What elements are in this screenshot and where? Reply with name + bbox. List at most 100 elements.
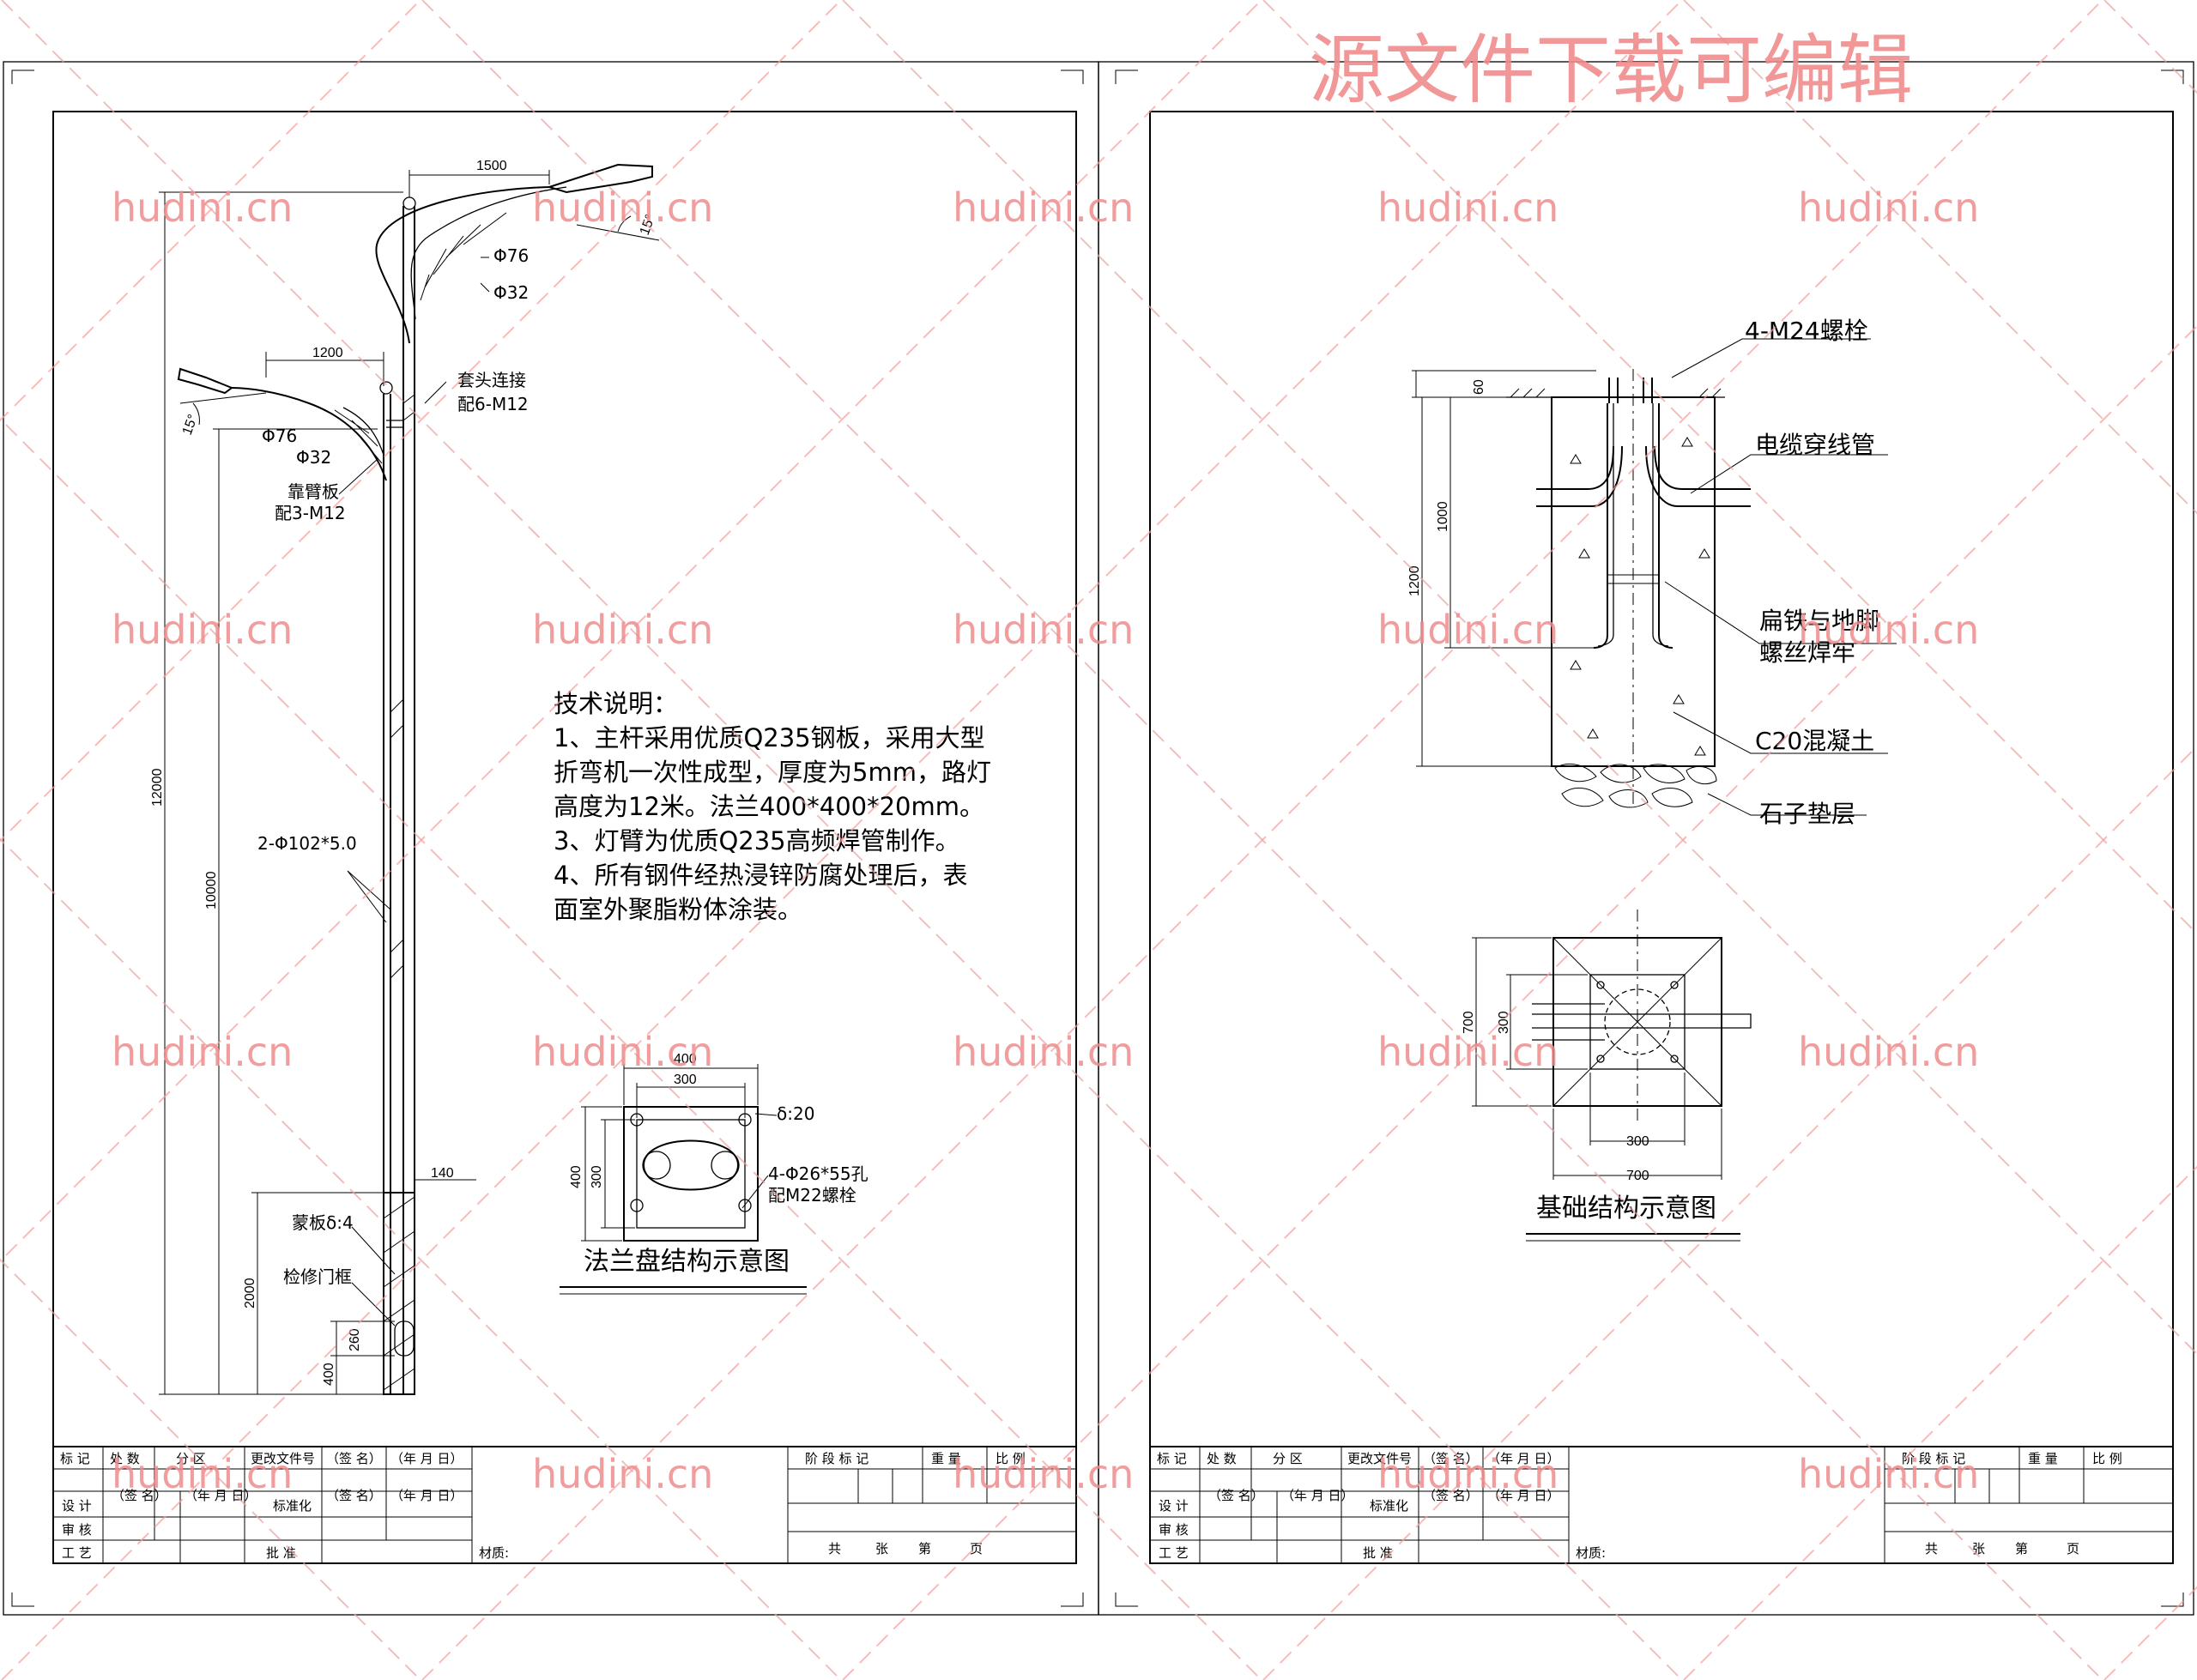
dim-door-offset: 400 [322,1363,336,1386]
watermark-site-text: hudini.cn [953,1029,1134,1075]
watermark-site-text: hudini.cn [1377,1029,1558,1075]
flange-dim-outer-h: 400 [569,1165,584,1188]
tb-left-sheets: 张 [875,1541,888,1556]
notes-line-5: 4、所有钢件经热浸锌防腐处理后，表 [554,861,967,890]
tb-right-sign-3: （签 名） [1423,1488,1479,1503]
tb-left-mark: 标 记 [60,1451,90,1466]
flange-holes-1: 4-Φ26*55孔 [768,1163,869,1184]
watermark-line [1262,0,2197,935]
label-door-plate: 蒙板δ:4 [292,1212,354,1233]
foundation-dim-top: 60 [1472,379,1486,395]
notes-line-4: 3、灯臂为优质Q235高频焊管制作。 [554,826,960,855]
foundation-section: 60 1000 1200 4-M24螺栓 电缆穿线管 扁铁与地脚 螺丝焊牢 C2… [1407,317,1897,828]
tb-left-total: 共 [828,1541,841,1556]
dim-lower-arm: 1200 [312,346,343,360]
watermark-site-text: hudini.cn [112,1029,293,1075]
tb-left-process: 工 艺 [62,1545,92,1561]
watermark-line [1683,0,2197,515]
watermark-site-text: hudini.cn [532,184,713,231]
watermark-line [2103,0,2197,94]
foundation-concrete: C20混凝土 [1755,727,1874,755]
arm-plate [386,420,403,428]
watermark-site-text: hudini.cn [1377,184,1558,231]
tb-right-count: 处 数 [1207,1451,1237,1466]
notes-title: 技术说明： [554,689,678,718]
tb-left-standard: 标准化 [273,1498,312,1514]
tb-right-weight: 重 量 [2028,1451,2058,1466]
tb-left-stage: 阶 段 标 记 [805,1451,869,1466]
watermark-site-text: hudini.cn [1377,607,1558,653]
watermark-text: hudini.cn hudini.cn hudini.cn hudini.cn hudi… [112,184,1979,1497]
watermark-banner: 源文件下载可编辑 [1309,26,1913,114]
tb-right-process: 工 艺 [1159,1545,1189,1561]
watermark-line [842,324,2197,1680]
upper-lamp-head [546,163,653,194]
notes-line-3: 高度为12米。法兰400*400*20mm。 [554,792,984,821]
notes-line-1: 1、主杆采用优质Q235钢板，采用大型 [554,723,985,752]
tb-right-review: 审 核 [1159,1522,1189,1538]
label-phi76-upper: Φ76 [493,245,529,266]
label-tube-spec: 2-Φ102*5.0 [257,833,357,854]
notes-line-2: 折弯机一次性成型，厚度为5mm，路灯 [554,758,991,787]
plan-dim-bottom-side: 700 [1626,1169,1649,1183]
label-sleeve-2: 配6-M12 [457,394,529,414]
tb-left-sheetno: 第 [918,1541,931,1556]
tb-left-material: 材质: [479,1545,509,1561]
foundation-flat-iron-1: 扁铁与地脚 [1759,607,1879,635]
dim-height-lower: 10000 [204,871,219,909]
lower-lamp-head [177,367,234,395]
watermark-site-text: hudini.cn [112,184,293,231]
watermark-line [0,0,842,843]
tb-left-page: 页 [970,1541,983,1556]
technical-notes: 技术说明： 1、主杆采用优质Q235钢板，采用大型 折弯机一次性成型，厚度为5m… [554,689,991,924]
tb-left-docno: 更改文件号 [251,1451,315,1466]
flange-diagram: 400 300 400 300 δ:20 4-Φ26*55孔 配M22螺栓 法兰… [560,1052,869,1295]
tb-left-date: （年 月 日） [390,1451,463,1466]
plan-dim-bottom-inner: 300 [1626,1134,1649,1149]
foundation-cable: 电缆穿线管 [1755,431,1875,459]
tb-right-zone: 分 区 [1273,1451,1303,1466]
dim-base-width: 140 [431,1166,454,1181]
notes-line-6: 面室外聚脂粉体涂装。 [554,895,802,924]
angle-lower: 15° [180,413,201,438]
pole-elevation: 1500 1200 12000 10000 2000 260 400 140 1… [150,159,660,1395]
flange-dim-inner-h: 300 [590,1165,604,1188]
watermark-site-text: hudini.cn [112,607,293,653]
tb-left-date-3: （年 月 日） [390,1488,463,1503]
watermark-site-text: hudini.cn [1798,1029,1979,1075]
flange-dim-outer-w: 400 [674,1052,697,1067]
tb-right-sheets: 张 [1972,1541,1985,1556]
flange-center-hole [642,1139,740,1191]
tb-right-docno: 更改文件号 [1347,1451,1412,1466]
pole-base-section [383,1192,415,1395]
tb-right-sheetno: 第 [2015,1541,2028,1556]
label-sleeve-1: 套头连接 [457,370,526,390]
watermark-line [421,0,2103,1680]
dim-base-section: 2000 [243,1278,257,1308]
flange-holes-2: 配M22螺栓 [768,1185,856,1206]
tb-right-sign-2: （签 名） [1208,1488,1264,1503]
tb-right-material: 材质: [1576,1545,1606,1561]
door-frame [394,1320,415,1357]
tb-left-weight: 重 量 [931,1451,961,1466]
tb-right-mark: 标 记 [1157,1451,1187,1466]
tb-left-scale: 比 例 [996,1451,1026,1466]
tb-left-design: 设 计 [62,1498,92,1514]
foundation-gravel: 石子垫层 [1759,800,1855,828]
watermark-site-text: hudini.cn [953,607,1134,653]
tb-right-date: （年 月 日） [1487,1451,1560,1466]
watermark-site-text: hudini.cn [1798,184,1979,231]
tb-left-count: 处 数 [110,1451,140,1466]
watermark-line [1,0,1683,1680]
watermark-site-text: hudini.cn [953,1451,1134,1497]
pole-top-cap [402,196,416,210]
label-phi32-lower: Φ32 [296,447,331,468]
tb-right-design: 设 计 [1159,1498,1189,1514]
watermark-line [1262,745,2197,1680]
watermark-line [0,0,1262,1263]
title-block-right: 标 记 处 数 分 区 更改文件号 （签 名） （年 月 日） （签 名） （年… [1149,1446,2174,1564]
watermark-line [2103,1586,2197,1680]
flange-title: 法兰盘结构示意图 [584,1247,790,1277]
label-door-frame: 检修门框 [283,1266,352,1287]
title-block-left: 标 记 处 数 分 区 更改文件号 （签 名） （年 月 日） （签 名） （年… [52,1446,1077,1564]
